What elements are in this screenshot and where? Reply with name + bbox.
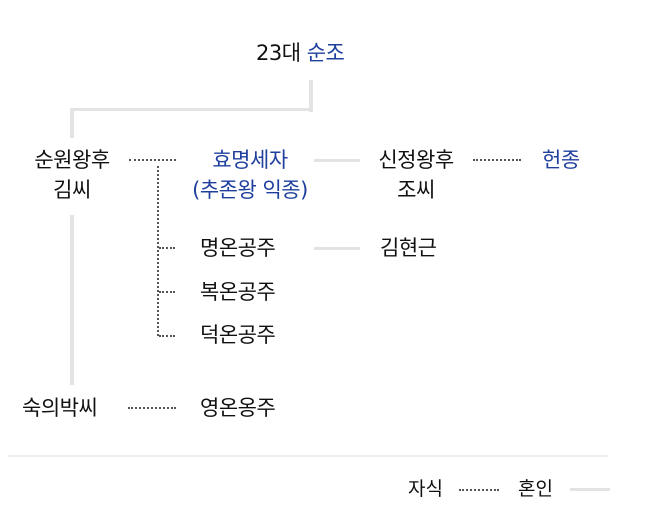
queen-to-consort-connector (70, 215, 74, 385)
queen-sinjeong: 신정왕후 조씨 (366, 145, 466, 205)
legend-marriage-label: 혼인 (518, 478, 553, 500)
princess-yeongon: 영온옹주 (200, 396, 276, 420)
legend-divider (8, 455, 608, 457)
princess-deogon: 덕온공주 (200, 323, 276, 347)
consort-park: 숙의박씨 (22, 396, 98, 420)
legend-child-label: 자식 (408, 478, 443, 500)
queen-sinjeong-clan: 조씨 (397, 178, 435, 202)
legend-marriage-line (570, 488, 610, 491)
children-dotted-trunk (157, 166, 159, 336)
legend-child-dots (459, 489, 499, 491)
consort-child-line (128, 407, 176, 409)
heonjong-child-line (473, 159, 521, 161)
crown-prince-posthumous: (추존왕 익종) (192, 178, 308, 202)
king-to-queen-connector (70, 108, 74, 138)
queen-sunwon-name: 순원왕후 (34, 148, 110, 172)
queen-sinjeong-name: 신정왕후 (378, 148, 454, 172)
queen-sunwon: 순원왕후 김씨 (22, 145, 122, 205)
king-heonjong: 헌종 (542, 148, 580, 172)
princess-myeongon: 명온공주 (200, 236, 276, 260)
crown-prince-hyomyeong: 효명세자 (추존왕 익종) (170, 145, 330, 205)
marriage-line-crown-prince (314, 159, 360, 162)
king-connector-vertical (309, 80, 313, 112)
child-branch-deogon (159, 335, 175, 337)
king-connector-horizontal (70, 108, 313, 111)
marriage-line-myeongon (314, 247, 360, 250)
king-sunjo: 23대 순조 (256, 38, 345, 68)
kim-hyeongeun: 김현근 (380, 236, 437, 260)
king-generation: 23대 (256, 41, 301, 65)
queen-child-line (129, 159, 176, 161)
child-branch-bogon (159, 291, 175, 293)
king-name: 순조 (306, 41, 345, 65)
child-branch-myeongon (159, 247, 175, 249)
queen-sunwon-clan: 김씨 (53, 178, 91, 202)
princess-bogon: 복온공주 (200, 280, 276, 304)
crown-prince-name: 효명세자 (212, 148, 288, 172)
